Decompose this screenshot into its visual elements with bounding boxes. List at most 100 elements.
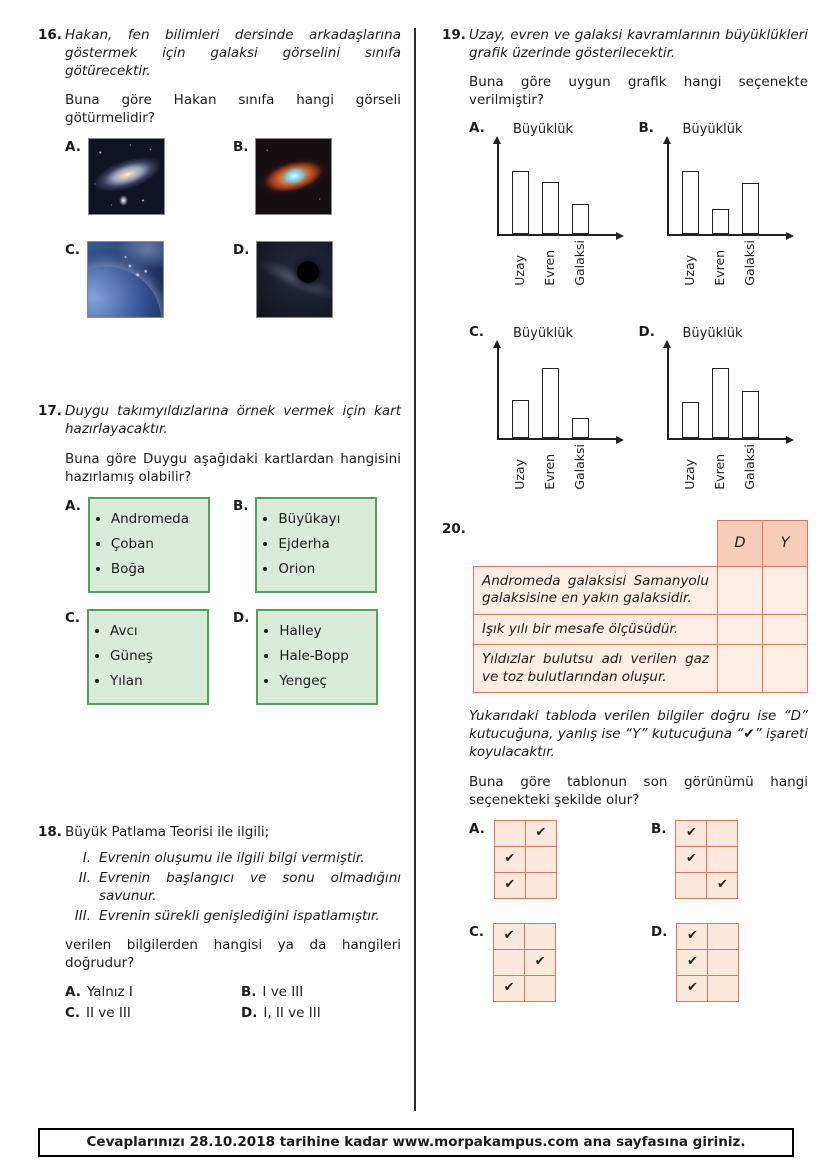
check-row: ✔: [493, 871, 557, 899]
option-d[interactable]: D. ✔✔✔: [651, 922, 808, 1002]
column-divider: [414, 28, 416, 1111]
statement-i: I. Evrenin oluşumu ile ilgili bilgi verm…: [65, 849, 401, 867]
option-b[interactable]: B. ✔✔✔: [651, 819, 808, 899]
option-d[interactable]: D. Halley Hale-Bopp Yengeç: [233, 608, 401, 706]
check-row: ✔: [676, 974, 740, 1002]
checked-cell: ✔: [493, 845, 526, 873]
option-letter: D.: [651, 923, 668, 940]
bar-chart-option-c[interactable]: C. Büyüklük Uzay Evren Galaksi: [469, 324, 639, 490]
roman-numeral: I.: [82, 850, 91, 867]
tick-label: Galaksi: [572, 239, 588, 286]
option-letter: A.: [65, 497, 81, 514]
constellation-card: Büyükayı Ejderha Orion: [255, 496, 378, 593]
question-intro: Uzay, evren ve galaksi kavramlarının büy…: [469, 27, 808, 62]
statement-cell: Andromeda galaksisi Samanyolu galaksisin…: [473, 565, 718, 615]
option-b[interactable]: B.: [233, 138, 401, 216]
bar-chart-option-b[interactable]: B. Büyüklük Uzay Evren Galaksi: [639, 120, 809, 286]
option-a[interactable]: A. ✔✔✔: [469, 819, 651, 899]
plot-area: [662, 135, 794, 240]
option-b[interactable]: B. Büyükayı Ejderha Orion: [233, 496, 401, 593]
statement-cell: Işık yılı bir mesafe ölçüsüdür.: [473, 613, 718, 646]
question-20: 20. D Y Andromeda galaksisi Samanyolu ga…: [442, 519, 808, 694]
empty-cell: [524, 974, 557, 1002]
option-text: Yalnız I: [86, 983, 133, 1000]
empty-cell: [524, 922, 557, 950]
option-b[interactable]: B. I ve III: [241, 983, 401, 1001]
tick-label: Evren: [711, 453, 727, 490]
card-item: Halley: [279, 622, 368, 640]
option-letter: B.: [233, 497, 249, 514]
constellation-card: Halley Hale-Bopp Yengeç: [256, 608, 379, 706]
d-answer-cell[interactable]: [717, 565, 763, 615]
option-d[interactable]: D. I, II ve III: [241, 1004, 401, 1022]
option-c[interactable]: C.: [65, 241, 233, 319]
check-table: ✔✔✔: [493, 819, 557, 899]
x-axis-labels: Uzay Evren Galaksi: [667, 240, 809, 286]
empty-cell: [493, 948, 526, 976]
check-row: ✔: [493, 922, 557, 950]
bar-evren: [711, 368, 729, 438]
y-axis-label: Büyüklük: [682, 326, 743, 342]
column-header-y: Y: [762, 519, 808, 567]
bar-chart-option-a[interactable]: A. Büyüklük Uzay Evren Galaksi: [469, 120, 639, 286]
right-column: 19. Uzay, evren ve galaksi kavramlarının…: [442, 26, 808, 1022]
option-c[interactable]: C. Avcı Güneş Yılan: [65, 608, 233, 706]
y-answer-cell[interactable]: [762, 565, 808, 615]
empty-cell: [524, 845, 557, 873]
checked-cell: ✔: [675, 819, 708, 847]
empty-cell: [493, 819, 526, 847]
option-d[interactable]: D.: [233, 241, 401, 319]
checked-cell: ✔: [676, 974, 709, 1002]
card-item: Boğa: [111, 560, 200, 578]
option-c[interactable]: C. II ve III: [65, 1004, 241, 1022]
option-a[interactable]: A. Yalnız I: [65, 983, 241, 1001]
option-letter: A.: [469, 820, 485, 837]
answer-deadline-banner: Cevaplarınızı 28.10.2018 tarihine kadar …: [38, 1128, 794, 1157]
question-prompt: Buna göre uygun grafik hangi seçenekte v…: [469, 74, 808, 109]
checked-cell: ✔: [675, 845, 708, 873]
option-a[interactable]: A.: [65, 138, 233, 216]
d-answer-cell[interactable]: [717, 613, 763, 646]
option-text: I ve III: [262, 983, 304, 1000]
y-answer-cell[interactable]: [762, 644, 808, 694]
statement-text: Evrenin sürekli genişlediğini ispatlamış…: [99, 908, 380, 925]
card-item: Avcı: [110, 622, 199, 640]
checked-cell: ✔: [493, 974, 526, 1002]
tick-label: Evren: [542, 453, 558, 490]
columns: 16. Hakan, fen bilimleri dersinde arkada…: [0, 0, 828, 1022]
question-number: 16.: [38, 27, 62, 43]
black-hole-photo: [256, 241, 334, 319]
option-letter: B.: [233, 139, 249, 156]
bar-uzay: [681, 170, 699, 234]
y-answer-cell[interactable]: [762, 613, 808, 646]
option-letter: C.: [65, 1004, 81, 1021]
checked-cell: ✔: [706, 871, 739, 899]
card-item: Yengeç: [279, 672, 368, 690]
empty-cell: [524, 871, 557, 899]
tick-label: Uzay: [512, 254, 528, 286]
bar-galaksi: [741, 182, 759, 234]
check-table: ✔✔✔: [493, 922, 557, 1002]
question-17: 17. Duygu takımyıldızlarına örnek vermek…: [38, 402, 401, 706]
card-item: Büyükayı: [278, 510, 367, 528]
plot-area: [493, 135, 624, 240]
y-axis-label: Büyüklük: [513, 122, 573, 138]
option-letter: C.: [65, 609, 81, 626]
plot-area: [493, 339, 624, 444]
bar-galaksi: [572, 203, 589, 234]
bar-chart-option-d[interactable]: D. Büyüklük Uzay Evren Galaksi: [639, 324, 809, 490]
question-number: 20.: [442, 520, 466, 537]
option-letter: C.: [65, 242, 81, 259]
empty-cell: [707, 922, 740, 950]
bar-uzay: [681, 402, 699, 438]
d-answer-cell[interactable]: [717, 644, 763, 694]
option-c[interactable]: C. ✔✔✔: [469, 922, 651, 1002]
check-row: ✔: [493, 819, 557, 847]
question-18: 18. Büyük Patlama Teorisi ile ilgili; I.…: [38, 823, 401, 1022]
option-letter: D.: [233, 242, 250, 259]
option-letter: B.: [241, 983, 257, 1000]
option-letter: C.: [469, 923, 485, 940]
option-a[interactable]: A. Andromeda Çoban Boğa: [65, 496, 233, 593]
question-prompt: Buna göre tablonun son görünümü hangi se…: [469, 773, 808, 808]
x-axis-labels: Uzay Evren Galaksi: [667, 444, 809, 490]
